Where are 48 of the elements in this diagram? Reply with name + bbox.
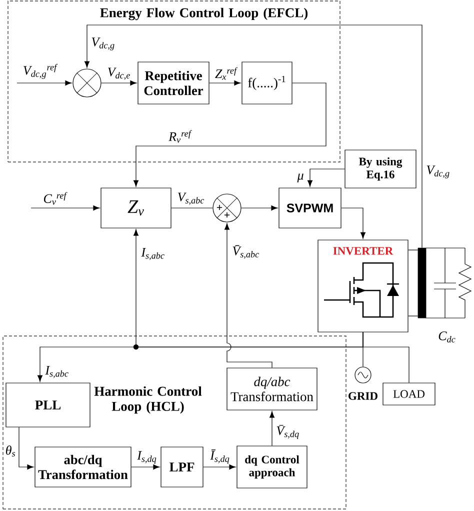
transformation-box: abc/dq Transformation — [34, 446, 132, 488]
modulator-box: SVPWM — [278, 188, 342, 228]
arrow — [101, 80, 137, 86]
edge-label: θ$_{s}$ — [6, 446, 16, 456]
node-caption: GRID — [348, 392, 378, 400]
arrow — [269, 411, 275, 446]
edge-label: V̄$_{s,abc}$ — [232, 245, 259, 259]
edge-label: V$_{dc,g}$ref — [24, 64, 58, 79]
arrow — [203, 464, 236, 470]
arrow — [341, 208, 366, 239]
impedance-box: Z$_{v}$ — [100, 188, 172, 228]
pll-box: PLL — [6, 382, 90, 428]
arrow — [37, 332, 364, 382]
arrow — [131, 464, 160, 470]
edge-label: V$_{s,abc}$ — [178, 192, 204, 205]
edge-label: R$_{v}$ref — [168, 130, 192, 143]
summing-junction — [72, 68, 102, 98]
arrow — [30, 205, 100, 211]
process-box: By using Eq.16 — [344, 150, 416, 188]
edge-label: V$_{dc,e}$ — [108, 68, 130, 80]
arrow — [224, 223, 272, 368]
summing-junction: + + — [212, 194, 242, 222]
edge-label: μ — [297, 174, 304, 182]
edge-label: I$_{s,abc}$ — [141, 248, 164, 260]
component-label: C$_{dc}$ — [438, 332, 456, 342]
arrow — [209, 80, 241, 86]
controller-box: Repetitive Controller — [138, 62, 210, 104]
inverter-box: INVERTER — [318, 240, 408, 332]
filter-box: LPF — [160, 446, 204, 488]
edge-label: Ī$_{s,dq}$ — [210, 450, 230, 464]
edge-label: V$_{dc,g}$ — [92, 38, 114, 50]
transformer-core — [418, 248, 426, 318]
transformation-box: dq/abc Transformation — [226, 368, 318, 410]
controller-box: dq Control approach — [236, 446, 308, 488]
arrow — [241, 205, 278, 211]
load-box: LOAD — [382, 382, 436, 406]
edge-label: I$_{s,dq}$ — [137, 451, 156, 464]
arrow — [16, 80, 72, 86]
edge-label: V̄$_{s,dq}$ — [276, 424, 299, 439]
edge-label: C$_{v}$ref — [44, 192, 68, 205]
signal-label: V$_{dc,g}$ — [426, 166, 450, 178]
arrow — [18, 427, 34, 470]
edge-label: I$_{s,abc}$ — [45, 366, 68, 378]
arrow — [133, 82, 326, 187]
function-box: f(.....)$^{-1}$ — [242, 62, 292, 104]
edge-label: Z$_{x}$ref — [215, 67, 238, 80]
arrow — [307, 168, 345, 187]
arrow — [84, 24, 422, 248]
